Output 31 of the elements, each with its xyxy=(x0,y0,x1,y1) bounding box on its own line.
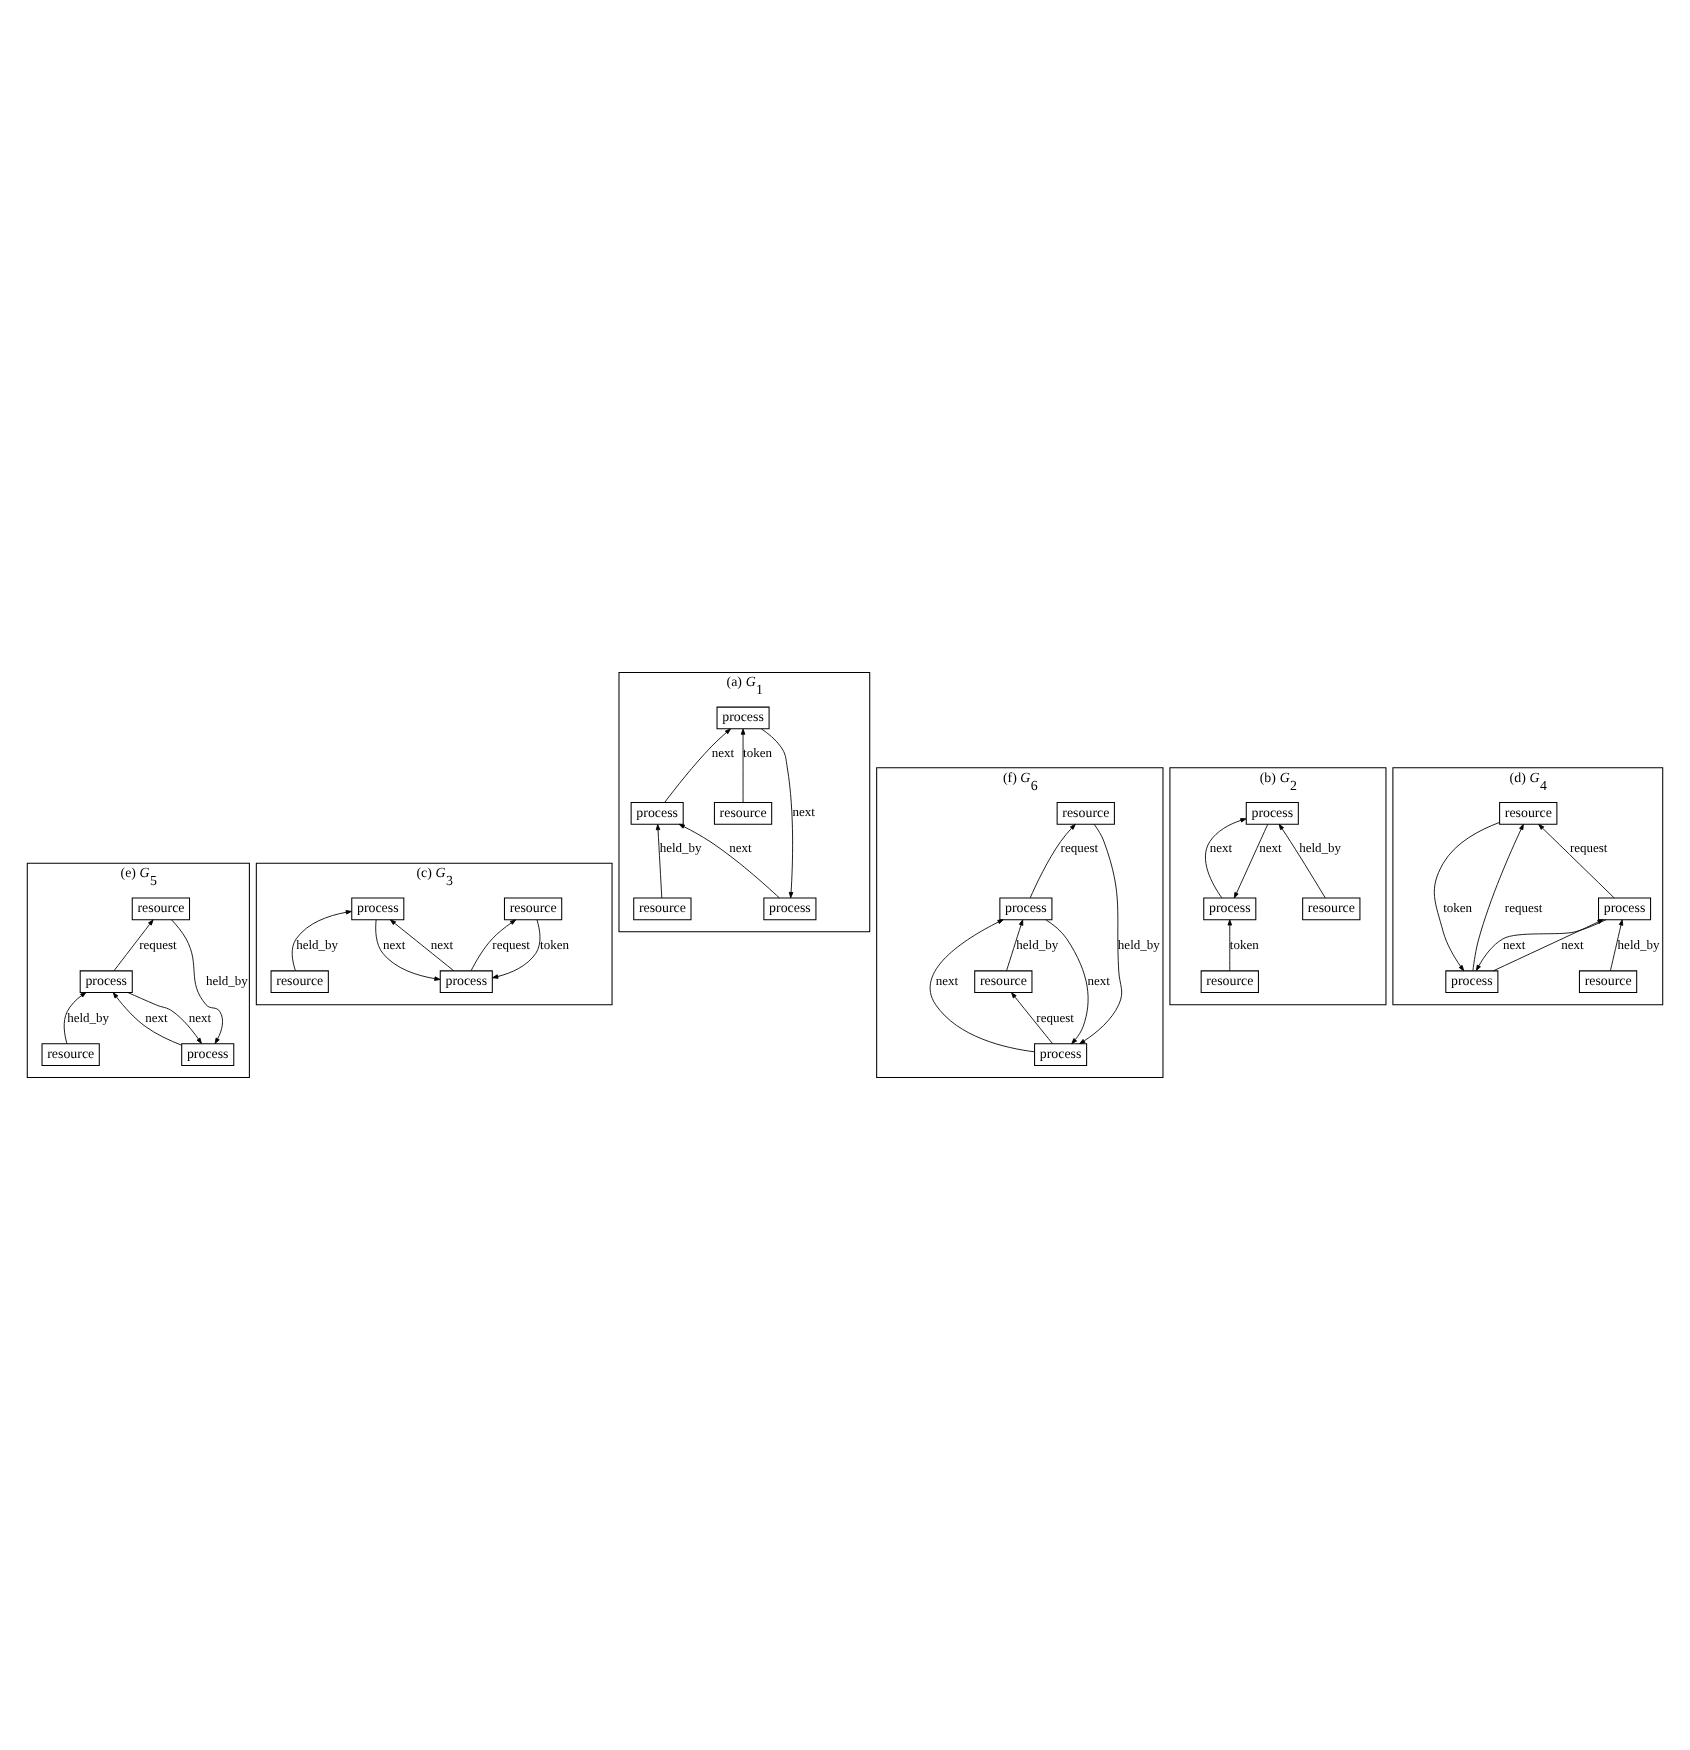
arrow xyxy=(492,919,541,979)
arrow xyxy=(1006,919,1024,972)
arrow xyxy=(678,823,780,899)
arrow xyxy=(127,992,202,1044)
arrow xyxy=(1433,822,1500,972)
arrow xyxy=(1538,824,1615,899)
arrow xyxy=(291,910,352,971)
arrow xyxy=(1233,824,1269,899)
arrow xyxy=(112,992,182,1046)
arrow xyxy=(664,728,731,803)
arrow xyxy=(1492,919,1604,972)
arrow xyxy=(929,919,1035,1053)
arrow xyxy=(63,992,87,1044)
arrow xyxy=(1205,818,1247,899)
arrow xyxy=(113,919,154,972)
arrow xyxy=(655,824,663,899)
arrow xyxy=(1045,919,1089,1045)
arrow xyxy=(1610,919,1624,972)
arrow xyxy=(740,728,746,803)
arrow xyxy=(1227,919,1233,972)
arrow xyxy=(470,919,517,972)
arrow xyxy=(375,919,441,981)
arrow xyxy=(390,919,455,972)
arrow xyxy=(760,728,794,899)
arrow xyxy=(1475,919,1607,971)
arrow xyxy=(1278,823,1326,899)
arrow xyxy=(1011,992,1053,1044)
arrow xyxy=(171,919,223,1044)
arrow xyxy=(1079,823,1123,1045)
arrow xyxy=(1472,823,1524,972)
arrow xyxy=(1029,823,1076,899)
